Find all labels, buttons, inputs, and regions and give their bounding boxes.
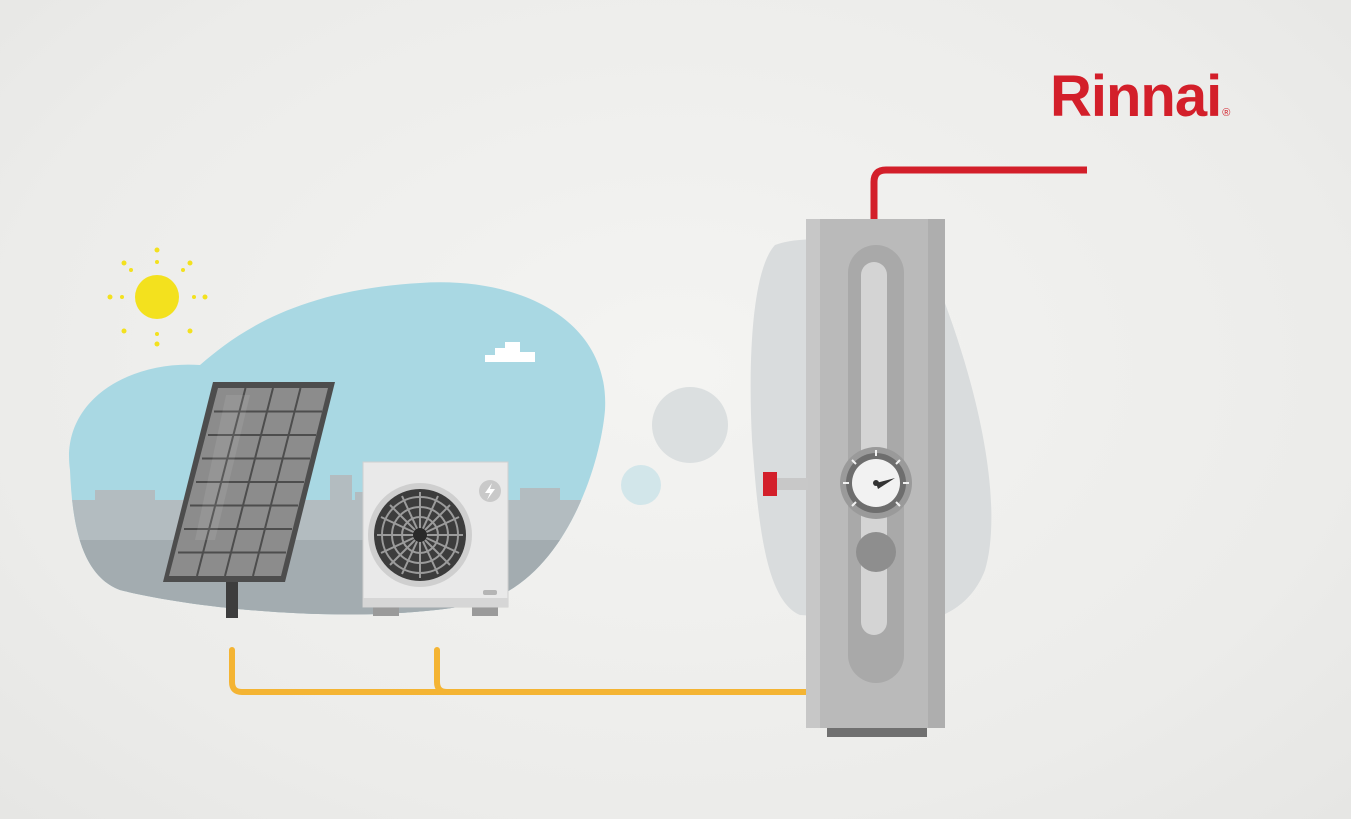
heat-pump-icon	[363, 462, 508, 616]
city-skyline	[60, 475, 620, 620]
sun-icon	[108, 248, 208, 347]
hot-water-pipe	[874, 170, 1087, 222]
lightning-bolt-icon	[479, 480, 501, 502]
energy-connection-line	[232, 650, 808, 692]
bubble-small	[621, 465, 661, 505]
temperature-dial-icon	[840, 447, 912, 519]
bubble-medium	[652, 387, 728, 463]
